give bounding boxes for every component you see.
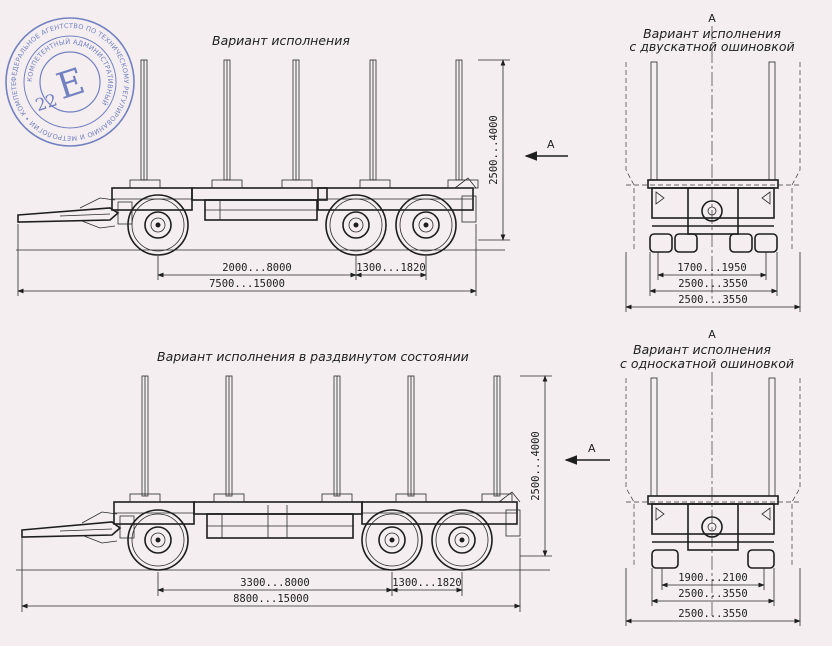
bottom-view-marker: A: [588, 442, 596, 455]
bottom-trailer-view: Вариант исполнения в раздвинутом состоян…: [16, 349, 610, 612]
bottom-width-outer-dimension: 2500...3550: [678, 608, 748, 620]
top-track-dimension: 1700...1950: [677, 262, 747, 274]
stamp-number: 22: [33, 90, 60, 116]
top-height-dimension: 2500...4000: [488, 115, 500, 185]
top-side-title-line2: с двускатной ошиновкой: [629, 39, 794, 54]
top-axle-dimension: 1300...1820: [356, 262, 426, 274]
top-width-outer-dimension: 2500...3550: [678, 294, 748, 306]
top-side-letter: A: [708, 12, 716, 25]
bottom-base-dimension: 3300...8000: [240, 577, 310, 589]
stamp-letter: E: [52, 61, 90, 108]
bottom-side-title-line1: Вариант исполнения: [633, 342, 771, 357]
bottom-height-dimension: 2500...4000: [530, 431, 542, 501]
bottom-main-title: Вариант исполнения в раздвинутом состоян…: [157, 349, 469, 364]
bottom-track-dimension: 1900...2100: [678, 572, 748, 584]
bottom-side-letter: A: [708, 328, 716, 341]
top-main-title: Вариант исполнения: [212, 33, 350, 48]
bottom-length-dimension: 8800...15000: [233, 593, 309, 605]
top-side-view: A Вариант исполнения с двускатной ошинов…: [625, 12, 801, 312]
top-base-dimension: 2000...8000: [222, 262, 292, 274]
top-length-dimension: 7500...15000: [209, 278, 285, 290]
top-width-inner-dimension: 2500...3550: [678, 278, 748, 290]
bottom-width-inner-dimension: 2500...3550: [678, 588, 748, 600]
top-view-marker: A: [547, 138, 555, 151]
bottom-side-view: A Вариант исполнения с односкатной ошино…: [620, 328, 801, 626]
certification-stamp: ФЕДЕРАЛЬНОЕ АГЕНТСТВО ПО ТЕХНИЧЕСКОМУ РЕ…: [0, 0, 135, 147]
top-trailer-view: Вариант исполнения: [16, 33, 568, 296]
bottom-axle-dimension: 1300...1820: [392, 577, 462, 589]
bottom-side-title-line2: с односкатной ошиновкой: [620, 356, 794, 371]
